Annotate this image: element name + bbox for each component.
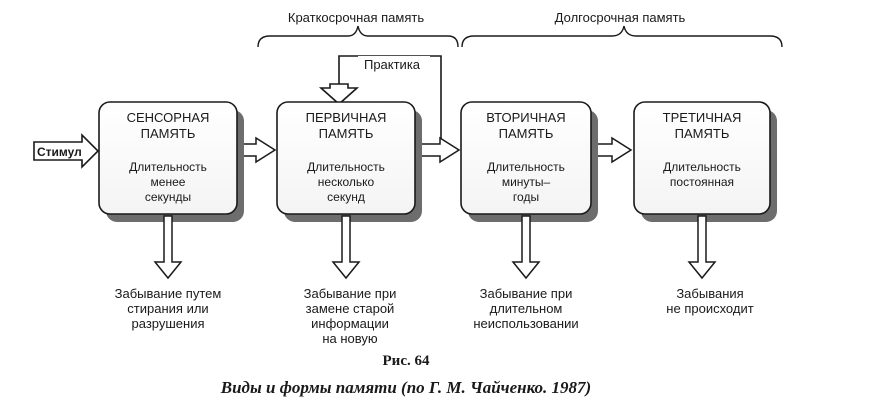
short-term-label: Краткосрочная память xyxy=(288,10,424,25)
long-term-label: Долгосрочная память xyxy=(555,10,686,25)
box-duration-line: несколько xyxy=(318,175,375,189)
box-title-line: ПАМЯТЬ xyxy=(319,126,374,141)
box-duration-line: секунд xyxy=(327,190,365,204)
box-title-line: ПАМЯТЬ xyxy=(675,126,730,141)
long-term-brace xyxy=(461,25,783,48)
outcome-line: неиспользовании xyxy=(473,316,578,331)
box-duration-line: годы xyxy=(513,190,539,204)
box-frame xyxy=(633,101,771,215)
down-arrow-tertiary xyxy=(687,215,717,280)
box-title-line: ПАМЯТЬ xyxy=(141,126,196,141)
box-duration-line: Длительность xyxy=(129,160,207,174)
box-duration-line: менее xyxy=(151,175,186,189)
box-primary xyxy=(276,101,422,222)
outcome-line: на новую xyxy=(322,331,378,346)
box-title-line: ВТОРИЧНАЯ xyxy=(486,110,565,125)
box-duration-line: секунды xyxy=(145,190,191,204)
outcome-line: Забывания xyxy=(676,286,743,301)
figure-number: Рис. 64 xyxy=(383,353,430,369)
outcome-line: Забывание при xyxy=(480,286,573,301)
outcome-line: Забывание путем xyxy=(115,286,222,301)
practice-label-bg xyxy=(358,56,430,74)
box-frame xyxy=(460,101,592,215)
outcome-line: информации xyxy=(311,316,389,331)
box-duration-line: Длительность xyxy=(663,160,741,174)
box-frame xyxy=(98,101,238,215)
box-title-line: СЕНСОРНАЯ xyxy=(127,110,210,125)
box-sensory xyxy=(98,101,244,222)
box-title-line: ТРЕТИЧНАЯ xyxy=(663,110,742,125)
figure-caption: Виды и формы памяти (по Г. М. Чайченко. … xyxy=(220,378,591,397)
practice-arrow-head xyxy=(318,83,360,106)
outcome-line: разрушения xyxy=(132,316,205,331)
down-arrow-primary xyxy=(331,215,361,280)
practice-label: Практика xyxy=(364,57,421,72)
box-tertiary xyxy=(633,101,777,222)
box-title-line: ПАМЯТЬ xyxy=(499,126,554,141)
down-arrow-sensory xyxy=(153,215,183,280)
box-duration-line: постоянная xyxy=(670,175,734,189)
outcome-line: Забывание при xyxy=(304,286,397,301)
stimulus-arrow xyxy=(33,133,100,169)
box-duration-line: минуты– xyxy=(502,175,551,189)
box-title-line: ПЕРВИЧНАЯ xyxy=(306,110,387,125)
outcome-line: длительном xyxy=(490,301,563,316)
box-frame xyxy=(276,101,416,215)
down-arrow-secondary xyxy=(511,215,541,280)
stimulus-label: Стимул xyxy=(37,145,82,159)
short-term-brace xyxy=(257,25,459,48)
outcome-line: замене старой xyxy=(306,301,395,316)
outcome-line: не происходит xyxy=(666,301,753,316)
box-secondary xyxy=(460,101,598,222)
box-duration-line: Длительность xyxy=(487,160,565,174)
box-duration-line: Длительность xyxy=(307,160,385,174)
outcome-line: стирания или xyxy=(127,301,208,316)
